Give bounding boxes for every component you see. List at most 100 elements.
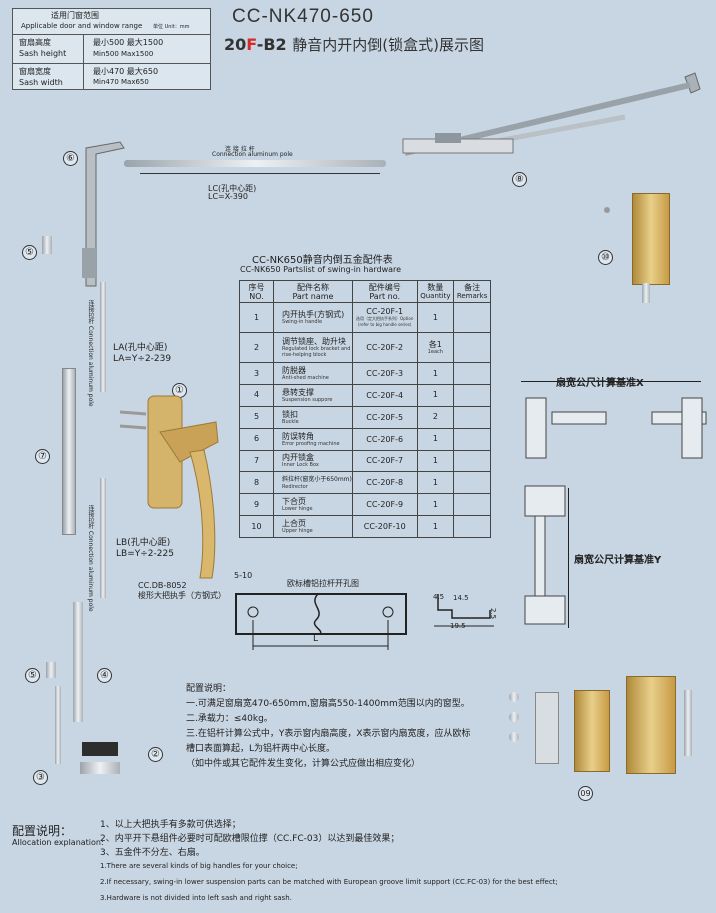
- spec-unit: 单位 Unit：mm: [153, 24, 190, 30]
- dimension-x-label: 扇宽公尺计算基准X: [556, 378, 644, 389]
- callout-10: ⑩: [598, 245, 613, 265]
- lb-vertical-label: 连接拉杆 Connection aluminum pole: [87, 505, 94, 612]
- screw-icon: [604, 207, 610, 213]
- code-prefix: 20: [224, 35, 247, 54]
- groove-dim-45: 4.5: [433, 593, 445, 601]
- spec-box: 适用门窗范围 Applicable door and window range …: [12, 8, 211, 90]
- dimension-y-label: 扇宽公尺计算基准Y: [574, 555, 662, 566]
- hinge-pin-image: [642, 283, 650, 303]
- groove-dim-195: 19.5: [450, 622, 466, 630]
- config-notes: 配置说明： 一.可满足窗扇宽470-650mm,窗扇高550-1400mm范围以…: [186, 684, 471, 770]
- spec-row-width: 窗扇宽度 Sash width 最小470 最大650 Min470 Max65…: [13, 63, 210, 90]
- config-line-1: 一.可满足窗扇宽470-650mm,窗扇高550-1400mm范围以内的窗型。: [186, 699, 470, 709]
- title-cn: 静音内开内倒(锁盒式)展示图: [292, 36, 484, 54]
- screw-icon: [509, 732, 519, 742]
- groove-dim-left: 5-10: [234, 571, 253, 580]
- model-title: CC-NK470-650: [232, 6, 374, 27]
- config-line-3: 三.在铝杆计算公式中，Y表示窗内扇高度，X表示窗内扇宽度，应从欧标: [186, 729, 471, 739]
- groove-dim-l: L: [313, 634, 319, 644]
- handle-image: [120, 395, 219, 579]
- lock-box-image: [62, 368, 76, 535]
- page-title: 20F-B2 静音内开内倒(锁盒式)展示图: [224, 34, 484, 55]
- groove-dim-25: 2.5: [489, 608, 497, 620]
- stay-arm-image: [402, 72, 701, 156]
- rise-block-image: [80, 762, 120, 774]
- code-red: F: [246, 35, 257, 54]
- handle-model: CC.DB-8052: [138, 581, 187, 590]
- config-line-5: （如中件或其它配件发生变化，计算公式应做出相应变化）: [186, 759, 421, 769]
- lb-line2: LB=Y÷2-225: [116, 549, 174, 559]
- callout-7: ⑦: [35, 444, 50, 464]
- la-vertical-label: 连接拉杆 Connection aluminum pole: [87, 300, 94, 407]
- width-label-en: Sash width: [19, 78, 63, 87]
- callout-5-top: ⑤: [22, 240, 37, 260]
- allocation-title-en: Allocation explanation:: [12, 838, 104, 847]
- spec-header-en: Applicable door and window range: [21, 22, 143, 30]
- la-line1: LA(孔中心距): [113, 343, 168, 353]
- allocation-en-2: 2.If necessary, swing-in lower suspensio…: [100, 878, 558, 886]
- groove-title: 欧标槽铝拉杆开孔图: [287, 579, 359, 588]
- groove-profile: [434, 594, 494, 627]
- lock-bracket-image: [82, 742, 118, 756]
- handle-caption: CC.DB-8052 梭形大把执手（方钢式）: [138, 581, 226, 601]
- upper-hinge-image: [632, 193, 670, 285]
- corner-drive-image: [82, 141, 125, 287]
- callout-2: ②: [148, 742, 163, 762]
- handle-desc: 梭形大把执手（方钢式）: [138, 591, 226, 600]
- callout-6: ⑥: [63, 146, 78, 166]
- pole-la-image: [100, 282, 106, 392]
- width-label-cn: 窗扇宽度: [19, 67, 51, 76]
- config-line-2: 二.承载力：≤40kg。: [186, 714, 273, 724]
- code-suffix: -B2: [256, 35, 287, 54]
- lc-line2: LC=X-390: [208, 192, 248, 201]
- parts-table-title-en: CC-NK650 Partslist of swing-in hardware: [240, 265, 402, 274]
- allocation-en-3: 3.Hardware is not divided into left sash…: [100, 894, 292, 902]
- allocation-cn-3: 3、五金件不分左、右扇。: [100, 848, 205, 858]
- allocation-lines: 1、以上大把执手有多款可供选择； 2、内平开下悬组件必要时可配欧槽限位撑（CC.…: [100, 820, 558, 903]
- width-value-cn: 最小470 最大650: [93, 67, 159, 76]
- pole-label-cn: 连 接 拉 杆: [225, 146, 255, 153]
- height-label-en: Sash height: [19, 49, 67, 58]
- width-value-en: Min470 Max650: [93, 78, 149, 86]
- pole-lb-image: [100, 478, 106, 598]
- allocation-en-1: 1.There are several kinds of big handles…: [100, 862, 298, 870]
- hinge-cover-image: [535, 692, 559, 764]
- config-title: 配置说明：: [186, 684, 232, 694]
- profile-x-image: [525, 397, 707, 459]
- parts-table-title-cn: CC-NK650静音内倒五金配件表: [252, 255, 393, 266]
- lc-line1: LC(孔中心距): [208, 184, 257, 193]
- screw-icon: [509, 712, 519, 722]
- allocation-cn-1: 1、以上大把执手有多款可供选择；: [100, 820, 241, 830]
- hinge-arm-image: [684, 690, 692, 756]
- connection-pole-image: [124, 160, 386, 167]
- spec-header-cn: 适用门窗范围: [51, 11, 99, 20]
- screw-icon: [509, 692, 519, 702]
- groove-dim-145: 14.5: [453, 594, 469, 602]
- lower-hinge-arm-image: [73, 602, 83, 722]
- allocation-title-cn: 配置说明：: [12, 824, 73, 838]
- callout-3: ③: [33, 765, 48, 785]
- groove-drawing: [235, 593, 407, 650]
- dimension-y-line: [568, 488, 569, 628]
- height-value-en: Min500 Max1500: [93, 50, 154, 58]
- buckle-bottom-image: [46, 662, 56, 678]
- lower-hinge-image: [574, 690, 610, 772]
- allocation-cn-2: 2、内平开下悬组件必要时可配欧槽限位撑（CC.FC-03）以达到最佳效果；: [100, 834, 400, 844]
- callout-5-bottom: ⑤: [25, 663, 40, 683]
- callout-09: 09: [578, 781, 593, 801]
- lb-label: LB(孔中心距) LB=Y÷2-225: [116, 538, 174, 560]
- config-line-4: 槽口表面算起，L为铝杆两中心长度。: [186, 744, 336, 754]
- height-label-cn: 窗扇高度: [19, 38, 51, 47]
